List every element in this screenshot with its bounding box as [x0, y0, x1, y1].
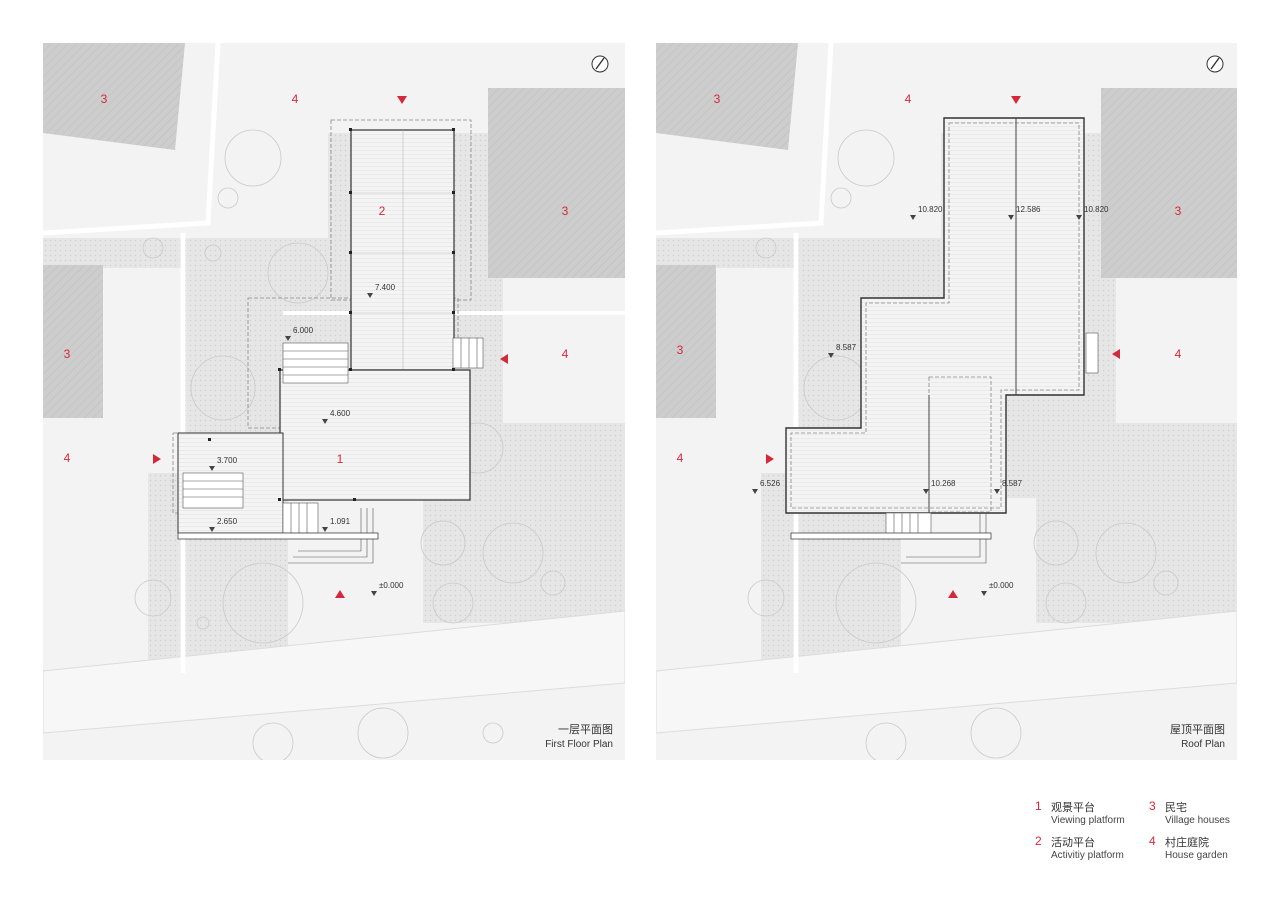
legend-label-cn: 观景平台	[1051, 801, 1095, 814]
north-arrow-icon	[591, 55, 609, 73]
legend-number: 1	[1035, 799, 1042, 813]
roof-plan: 3 4 3 3 4 4 4 10.820 12.586 10.820 8.587…	[656, 43, 1237, 760]
zone-label: 4	[1174, 347, 1182, 361]
north-arrow-icon	[1206, 55, 1224, 73]
legend-label-cn: 村庄庭院	[1165, 836, 1209, 849]
level-marker: 4.600	[321, 409, 351, 424]
zone-label: 4	[676, 451, 684, 465]
level-marker: ±0.000	[980, 581, 1014, 596]
level-marker: ±0.000	[370, 581, 404, 596]
level-marker: 12.586	[1007, 205, 1041, 220]
entrance-arrows	[766, 96, 1120, 598]
level-marker: 3.700	[208, 456, 238, 471]
zone-label: 4	[63, 451, 71, 465]
plan-title-cn: 屋顶平面图	[1170, 723, 1225, 736]
legend-label-en: House garden	[1165, 850, 1228, 861]
legend-label-cn: 活动平台	[1051, 836, 1095, 849]
zone-label: 4	[561, 347, 569, 361]
level-marker: 10.820	[909, 205, 943, 220]
zone-label: 3	[63, 347, 71, 361]
village-house	[488, 88, 625, 278]
village-house	[656, 43, 798, 150]
plan-title-en: Roof Plan	[1181, 739, 1225, 750]
zone-label: 3	[1174, 204, 1182, 218]
level-marker: 8.587	[993, 479, 1023, 494]
plan-title: 一层平面图 First Floor Plan	[545, 722, 613, 752]
entrance-arrows	[153, 96, 508, 598]
zone-label: 3	[561, 204, 569, 218]
zone-label: 2	[378, 204, 386, 218]
roof-drawing	[656, 43, 1237, 760]
level-marker: 10.268	[922, 479, 956, 494]
zone-label: 3	[100, 92, 108, 106]
activity-platform	[350, 129, 455, 371]
legend-number: 4	[1149, 834, 1156, 848]
plan-title-cn: 一层平面图	[558, 723, 613, 736]
trees	[747, 129, 1179, 760]
road	[43, 610, 625, 734]
legend-label-cn: 民宅	[1165, 801, 1187, 814]
zone-label: 3	[713, 92, 721, 106]
zone-label: 4	[904, 92, 912, 106]
level-marker: 6.526	[751, 479, 781, 494]
legend-number: 3	[1149, 799, 1156, 813]
legend-label-en: Activitiy platform	[1051, 850, 1124, 861]
road	[656, 610, 1237, 734]
village-house	[43, 43, 185, 150]
viewing-platform	[279, 369, 471, 501]
village-house	[656, 265, 716, 418]
plan-title-en: First Floor Plan	[545, 739, 613, 750]
plan-title: 屋顶平面图 Roof Plan	[1170, 722, 1225, 752]
first-floor-plan: 3 4 3 3 4 4 4 2 1 7.400 6.000 4.600 3.70…	[43, 43, 625, 760]
village-house	[1101, 88, 1237, 278]
legend-label-en: Village houses	[1165, 815, 1230, 826]
level-marker: 8.587	[827, 343, 857, 358]
level-marker: 2.650	[208, 517, 238, 532]
zone-label: 4	[291, 92, 299, 106]
zone-label: 3	[676, 343, 684, 357]
stairs	[182, 337, 484, 564]
level-marker: 7.400	[366, 283, 396, 298]
first-floor-drawing	[43, 43, 625, 760]
level-marker: 6.000	[284, 326, 314, 341]
legend-number: 2	[1035, 834, 1042, 848]
zone-label: 1	[336, 452, 344, 466]
level-marker: 1.091	[321, 517, 351, 532]
level-marker: 10.820	[1075, 205, 1109, 220]
legend-label-en: Viewing platform	[1051, 815, 1125, 826]
garden-area	[43, 238, 183, 268]
village-house	[43, 265, 103, 418]
